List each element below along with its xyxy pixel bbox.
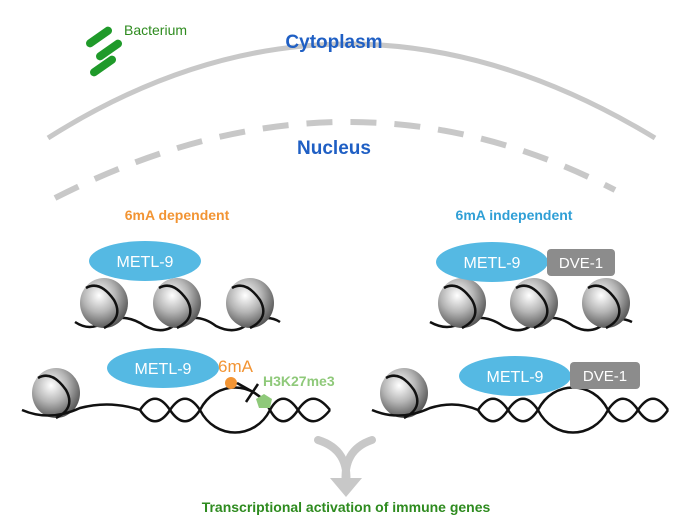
dve1-label: DVE-1: [583, 368, 627, 385]
cytoplasm-label: Cytoplasm: [285, 32, 382, 53]
inhibition-bar: [236, 381, 260, 403]
left-open-chromatin: [21, 368, 331, 434]
metl9-ellipse-bottom-left: METL-9: [107, 348, 219, 388]
left-heading: 6mA dependent: [125, 207, 230, 223]
nuclear-membrane: [53, 118, 617, 201]
dna-double-helix: [138, 386, 331, 434]
right-open-chromatin: [371, 368, 670, 434]
bacterium-label: Bacterium: [124, 22, 187, 38]
nucleosome: [510, 278, 558, 330]
nucleosome: [153, 278, 201, 330]
metl9-label: METL-9: [464, 255, 521, 272]
nucleus-label: Nucleus: [297, 138, 371, 159]
cell-membrane: [46, 41, 657, 141]
right-compact-chromatin: [429, 278, 633, 332]
nucleosome: [438, 278, 486, 330]
h3k27me3-label: H3K27me3: [263, 373, 335, 389]
6ma-label: 6mA: [218, 357, 254, 376]
metl9-label: METL-9: [117, 254, 174, 271]
metl9-ellipse-top-left: METL-9: [89, 241, 201, 281]
dve1-box-bottom-right: DVE-1: [570, 362, 640, 389]
h3k27me3-mark: [256, 394, 272, 408]
nucleosome: [80, 278, 128, 330]
metl9-ellipse-bottom-right: METL-9: [459, 356, 571, 396]
nucleosome: [582, 278, 630, 330]
outcome-label: Transcriptional activation of immune gen…: [202, 499, 491, 515]
right-heading: 6mA independent: [456, 207, 573, 223]
metl9-label: METL-9: [135, 361, 192, 378]
metl9-label: METL-9: [487, 369, 544, 386]
nucleosome: [226, 278, 274, 330]
dve1-box-top-right: DVE-1: [547, 249, 615, 276]
nucleosome: [380, 368, 428, 420]
metl9-ellipse-top-right: METL-9: [436, 242, 548, 282]
6ma-mark-dot: [225, 377, 237, 389]
left-compact-chromatin: [74, 278, 281, 332]
converging-arrow: [314, 436, 376, 497]
bacterium-icon: [85, 26, 123, 77]
dve1-label: DVE-1: [559, 255, 603, 272]
nucleosome: [32, 368, 80, 420]
